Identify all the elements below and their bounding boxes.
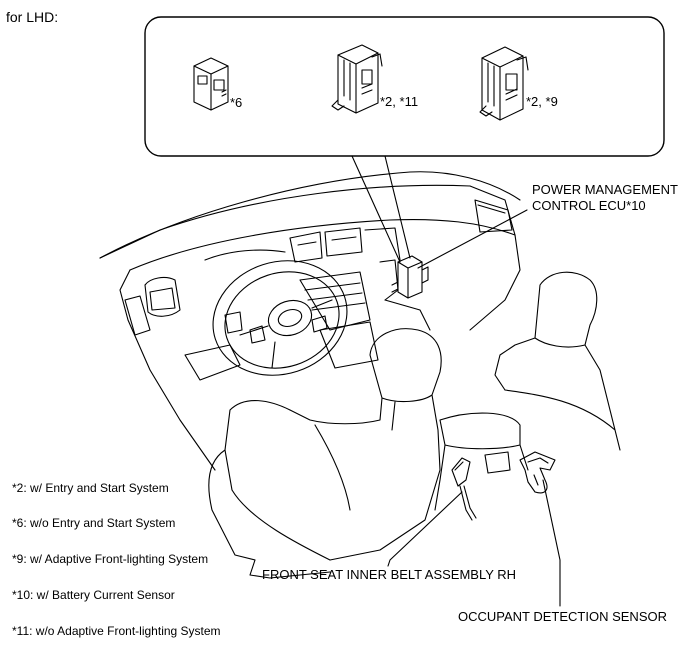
ecu-a-note: *6: [230, 95, 243, 110]
header-label: for LHD:: [6, 9, 59, 25]
ecu-callout-box: [144, 16, 665, 157]
passenger-seat-and-console: [434, 271, 621, 511]
dashboard-outline: [99, 171, 521, 471]
ecu-module-b: [331, 44, 383, 114]
note-item: *9: w/ Adaptive Front-lighting System: [12, 552, 209, 566]
seat-belt-buckle: [451, 457, 477, 521]
power-management-ecu-location: [391, 255, 429, 299]
ecu-module-c: [479, 46, 529, 121]
ecu-b-note: *2, *11: [380, 94, 419, 109]
power-mgmt-label-line1: POWER MANAGEMENT: [532, 182, 678, 197]
belt-label: FRONT SEAT INNER BELT ASSEMBLY RH: [262, 567, 517, 582]
note-item: *6: w/o Entry and Start System: [12, 516, 176, 530]
driver-seat: [208, 328, 442, 579]
callout-leader-line: [351, 155, 401, 263]
occupant-detection-sensor: [519, 451, 556, 494]
ecu-c-note: *2, *9: [526, 94, 558, 109]
callout-leader-line: [384, 155, 411, 259]
occupant-sensor-label: OCCUPANT DETECTION SENSOR: [458, 609, 667, 624]
ecu-module-a: [193, 57, 229, 111]
occupant-leader-line: [542, 479, 561, 607]
belt-leader-line: [387, 491, 463, 567]
note-item: *2: w/ Entry and Start System: [12, 481, 169, 495]
note-item: *10: w/ Battery Current Sensor: [12, 588, 175, 602]
steering-wheel: [212, 260, 348, 376]
power-mgmt-label-line2: CONTROL ECU*10: [532, 198, 646, 213]
note-item: *11: w/o Adaptive Front-lighting System: [12, 624, 221, 638]
power-mgmt-leader-line: [417, 209, 528, 269]
